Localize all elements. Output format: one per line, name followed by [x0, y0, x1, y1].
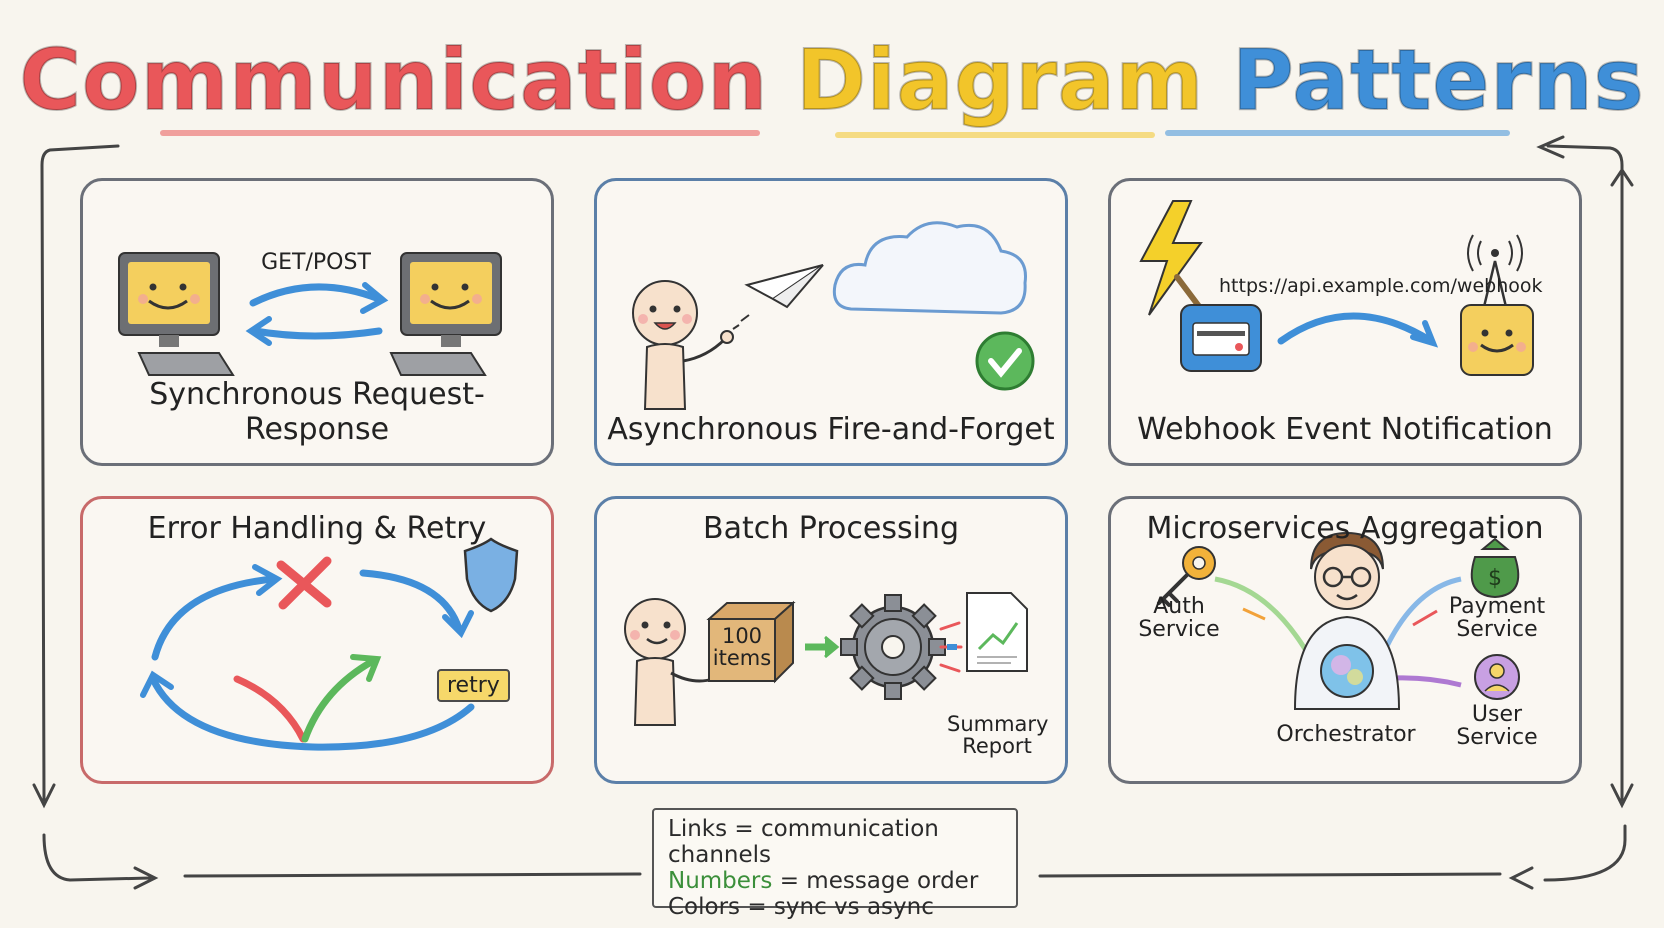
webhook-url-label: https://api.example.com/webhook — [1219, 275, 1543, 297]
auth-service-label: Auth Service — [1131, 595, 1227, 641]
panel-webhook: https://api.example.com/webhook Webhook … — [1108, 178, 1582, 466]
shield-icon — [463, 537, 519, 613]
batch-report-label: Summary Report — [947, 712, 1049, 759]
page-title: Communication Diagram Patterns — [0, 31, 1664, 129]
user-service-label: User Service — [1445, 703, 1549, 749]
batch-illustration — [624, 592, 1028, 726]
report-document-icon — [966, 592, 1028, 672]
panel-sync: GET/POST Synchronous Request-Response — [80, 178, 554, 466]
money-bag-icon: $ — [1470, 537, 1520, 599]
title-word-diagram: Diagram — [795, 31, 1205, 129]
panel-micro: $ Auth Service Payme — [1108, 496, 1582, 784]
micro-illustration: $ — [1157, 531, 1520, 710]
payment-service-label: Payment Service — [1441, 595, 1553, 641]
panel-error-label: Error Handling & Retry — [147, 511, 487, 546]
computer-left-icon — [118, 252, 235, 376]
sync-illustration — [118, 252, 502, 376]
panel-sync-label: Synchronous Request-Response — [149, 377, 485, 447]
panel-batch: 100 items Summary Report Batch Processin… — [594, 496, 1068, 784]
panel-error: retry Error Handling & Retry — [80, 496, 554, 784]
batch-report-line2: Report — [962, 734, 1032, 759]
gear-icon — [840, 594, 946, 700]
async-illustration — [632, 221, 1035, 410]
checkmark-icon — [975, 331, 1035, 391]
package-box-icon — [706, 600, 796, 684]
paper-plane-icon — [732, 264, 824, 330]
svg-text:$: $ — [1488, 566, 1502, 591]
legend-numbers-rest: = message order — [772, 867, 979, 894]
computer-right-icon — [389, 252, 502, 376]
legend-box: Links = communication channels Numbers =… — [652, 808, 1018, 920]
panel-batch-label: Batch Processing — [703, 511, 959, 546]
panel-webhook-label: Webhook Event Notification — [1137, 412, 1553, 447]
legend-numbers-key: Numbers — [668, 867, 773, 894]
title-underline-blue — [1165, 130, 1510, 136]
webhook-receiver-icon — [1460, 234, 1534, 376]
error-illustration — [140, 537, 519, 751]
orchestrator-person-icon — [1293, 531, 1401, 710]
batch-box-label: 100 items — [709, 625, 775, 669]
payment-line2: Service — [1456, 617, 1538, 643]
title-word-patterns: Patterns — [1231, 31, 1645, 129]
legend-line-colors: Colors = sync vs async — [668, 893, 934, 920]
title-underline-yellow — [835, 132, 1155, 138]
retry-badge: retry — [437, 669, 510, 702]
auth-line2: Service — [1138, 617, 1220, 643]
webhook-illustration — [1139, 200, 1534, 376]
error-x-icon — [276, 556, 332, 610]
auth-line1: Auth — [1153, 594, 1205, 619]
batch-box-count: 100 — [721, 624, 763, 648]
batch-box-items: items — [712, 646, 772, 671]
user-line1: User — [1471, 702, 1523, 727]
title-word-communication: Communication — [18, 31, 769, 129]
legend-line-links: Links = communication channels — [668, 816, 939, 868]
batch-report-line1: Summary — [947, 712, 1049, 736]
panel-micro-label: Microservices Aggregation — [1146, 511, 1544, 546]
legend-line-numbers: Numbers = message order — [668, 868, 1002, 894]
payment-card-icon — [1180, 304, 1262, 372]
person-icon — [624, 598, 714, 726]
cloud-icon — [832, 221, 1027, 315]
user-line2: Service — [1456, 725, 1538, 751]
key-icon — [1157, 546, 1216, 607]
user-avatar-icon — [1474, 654, 1520, 700]
sync-method-label: GET/POST — [261, 250, 371, 275]
person-icon — [632, 280, 734, 410]
title-underline-red — [160, 130, 760, 136]
panel-async-label: Asynchronous Fire-and-Forget — [607, 412, 1055, 447]
payment-line1: Payment — [1448, 594, 1546, 619]
orchestrator-label: Orchestrator — [1276, 722, 1416, 747]
panel-async: Asynchronous Fire-and-Forget — [594, 178, 1068, 466]
